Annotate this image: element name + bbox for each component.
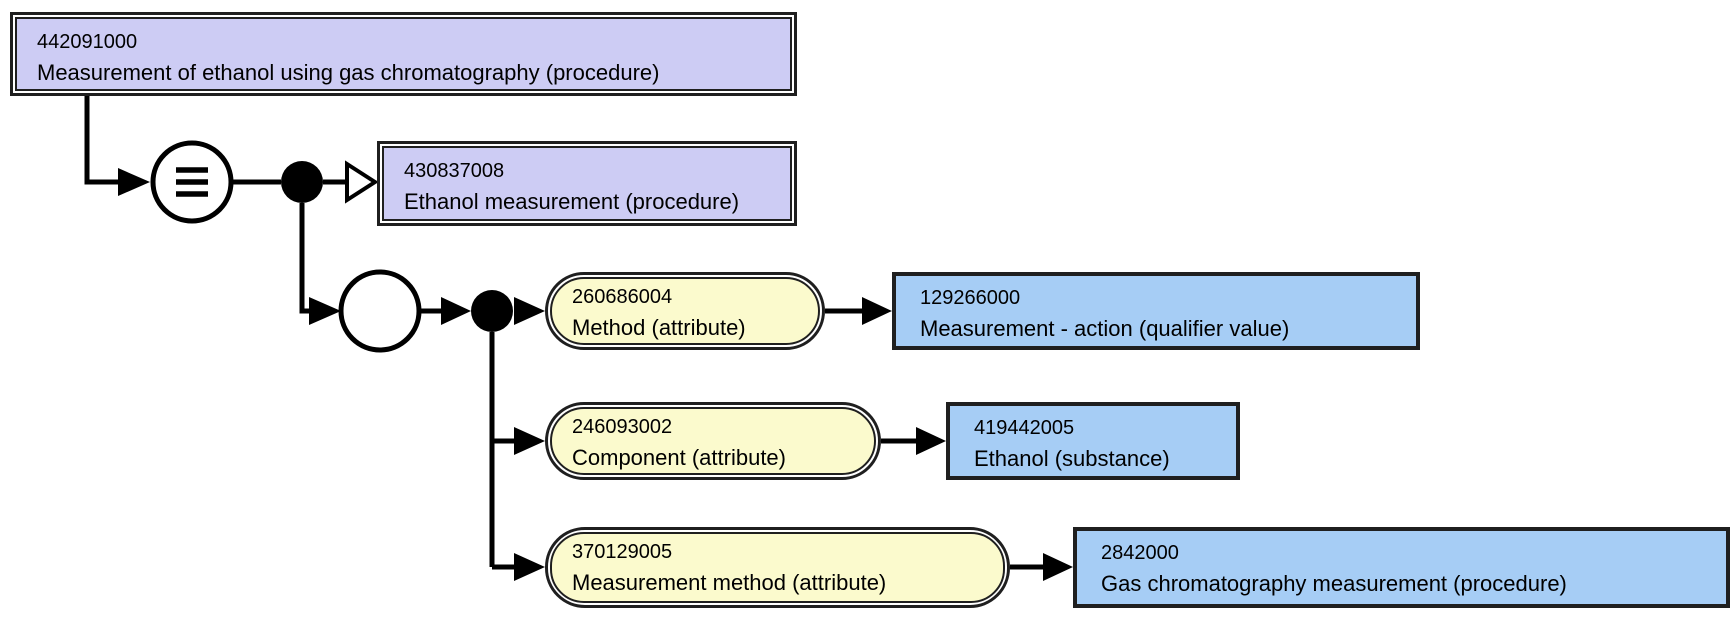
- arrowhead-icon: [441, 297, 471, 325]
- conjunction-node-icon: [471, 290, 513, 332]
- equivalent-glyph-icon: [176, 167, 208, 197]
- value-box-measurement-action: 129266000 Measurement - action (qualifie…: [892, 272, 1420, 350]
- conjunction-node-icon: [281, 161, 323, 203]
- arrowhead-icon: [514, 297, 545, 325]
- concept-id: 370129005: [572, 541, 673, 563]
- attribute-group-icon: [338, 269, 422, 353]
- concept-term: Ethanol measurement (procedure): [404, 189, 740, 214]
- is-a-arrowhead-icon: [345, 160, 379, 204]
- value-box-gas-chromatography: 2842000 Gas chromatography measurement (…: [1073, 527, 1730, 608]
- arrowhead-icon: [514, 427, 545, 455]
- concept-id: 2842000: [1101, 542, 1179, 564]
- concept-term: Gas chromatography measurement (procedur…: [1101, 571, 1567, 596]
- attribute-box-method: 260686004 Method (attribute): [545, 272, 825, 350]
- concept-id: 419442005: [974, 417, 1075, 439]
- concept-id: 430837008: [404, 160, 505, 182]
- concept-term: Component (attribute): [572, 445, 786, 470]
- concept-id: 129266000: [920, 287, 1021, 309]
- arrowhead-icon: [1043, 553, 1073, 581]
- concept-id: 246093002: [572, 416, 673, 438]
- arrowhead-icon: [916, 427, 946, 455]
- concept-id: 260686004: [572, 286, 673, 308]
- connector-line: [84, 94, 118, 185]
- concept-term: Ethanol (substance): [974, 446, 1170, 471]
- connector-line: [299, 203, 309, 314]
- value-box-ethanol: 419442005 Ethanol (substance): [946, 402, 1240, 480]
- attribute-box-measurement-method: 370129005 Measurement method (attribute): [545, 527, 1010, 608]
- concept-box-root: 442091000 Measurement of ethanol using g…: [10, 12, 797, 96]
- arrowhead-icon: [118, 168, 150, 196]
- concept-term: Measurement of ethanol using gas chromat…: [37, 60, 660, 85]
- arrowhead-icon: [862, 297, 892, 325]
- concept-term: Measurement method (attribute): [572, 570, 887, 595]
- concept-term: Measurement - action (qualifier value): [920, 316, 1290, 341]
- arrowhead-icon: [514, 553, 545, 581]
- attribute-box-component: 246093002 Component (attribute): [545, 402, 881, 480]
- concept-box-parent: 430837008 Ethanol measurement (procedure…: [377, 141, 797, 226]
- concept-id: 442091000: [37, 31, 138, 53]
- arrowhead-icon: [309, 297, 341, 325]
- concept-term: Method (attribute): [572, 315, 746, 340]
